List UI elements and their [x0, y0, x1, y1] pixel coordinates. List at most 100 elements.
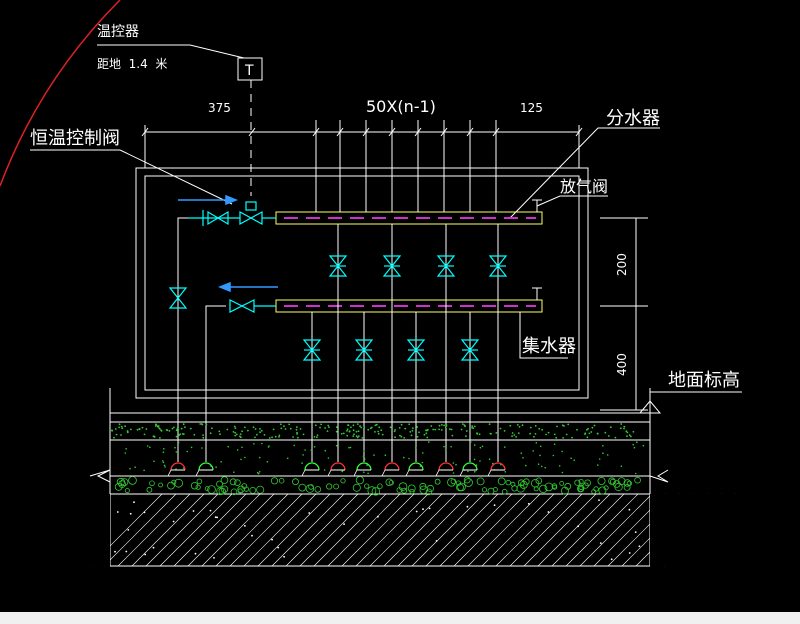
speckle [346, 434, 349, 437]
dimension-tick [575, 127, 583, 137]
speckle [348, 430, 351, 433]
speckle [181, 433, 184, 435]
constant-temp-valve[interactable] [188, 201, 276, 226]
speckle [555, 436, 558, 439]
branch-valve[interactable] [488, 255, 508, 277]
gravel [463, 476, 471, 484]
speckle [586, 436, 589, 439]
air-valve-label: 放气阀 [560, 177, 608, 196]
speckle [357, 430, 360, 433]
speckle [316, 436, 318, 439]
gravel [584, 479, 591, 487]
speckle [478, 433, 481, 436]
speckle [403, 456, 405, 459]
aggregate [125, 550, 128, 553]
branch-valve[interactable] [406, 339, 426, 361]
speckle [473, 458, 476, 461]
gravel [578, 478, 584, 485]
speckle [400, 435, 403, 438]
speckle [412, 427, 414, 429]
heating-loop-return [353, 462, 372, 477]
heating-loop-return [459, 462, 478, 477]
speckle [571, 436, 573, 439]
speckle [489, 432, 492, 435]
gravel [551, 483, 557, 489]
speckle [495, 432, 498, 434]
branch-valve[interactable] [354, 339, 374, 361]
hatch-line [495, 493, 569, 567]
branch-valve[interactable] [382, 255, 402, 277]
gravel [539, 484, 548, 494]
speckle [256, 433, 258, 436]
speckle [642, 444, 645, 447]
floor-level-label: 地面标高 [668, 370, 740, 391]
hatch-line [313, 493, 387, 567]
speckle [426, 436, 429, 439]
gravel [195, 484, 201, 490]
hatch-line [467, 493, 541, 567]
gravel [249, 486, 257, 494]
gravel [216, 487, 225, 496]
gravel [308, 484, 314, 490]
branch-valve[interactable] [328, 255, 348, 277]
aggregate [599, 542, 602, 544]
speckle [121, 427, 124, 430]
speckle [626, 431, 629, 434]
speckle [341, 470, 344, 473]
speckle [295, 428, 298, 431]
speckle [400, 423, 403, 426]
gravel [450, 478, 457, 485]
speckle [416, 426, 419, 428]
speckle [404, 427, 407, 430]
gravel [634, 476, 641, 484]
speckle [374, 431, 376, 433]
speckle [432, 428, 435, 431]
speckle [154, 425, 157, 427]
branch-valve[interactable] [460, 339, 480, 361]
aggregate [610, 558, 613, 561]
speckle [474, 470, 476, 473]
speckle [115, 433, 118, 436]
gravel [407, 484, 416, 493]
speckle [366, 464, 368, 467]
aggregate [133, 501, 135, 504]
branch-valve[interactable] [302, 339, 322, 361]
speckle [171, 427, 174, 430]
speckle [450, 428, 453, 431]
speckle [540, 465, 543, 468]
speckle [479, 446, 482, 449]
speckle [173, 426, 175, 429]
speckle [320, 423, 322, 426]
distributor-label: 分水器 [606, 108, 660, 129]
hatch-line [439, 493, 513, 567]
speckle [324, 449, 327, 452]
air-vent-lower [532, 287, 542, 300]
speckle [504, 471, 507, 473]
speckle [259, 431, 261, 434]
speckle [561, 450, 563, 453]
return-valve[interactable] [229, 299, 276, 313]
speckle [625, 430, 628, 433]
speckle [175, 429, 178, 432]
branch-valve[interactable] [436, 255, 456, 277]
heating-loops [167, 462, 506, 477]
aggregate [598, 499, 600, 501]
speckle [440, 429, 443, 431]
speckle [254, 428, 257, 430]
speckle [111, 429, 113, 432]
riser-valve[interactable] [168, 287, 188, 309]
dimension-tick [141, 127, 149, 137]
gravel [120, 478, 129, 487]
aggregate [577, 525, 579, 528]
gravel [497, 477, 506, 486]
speckle [239, 433, 242, 435]
branch-valves [302, 224, 508, 462]
speckle [465, 435, 467, 438]
speckle [469, 441, 472, 443]
gravel [270, 477, 279, 485]
speckle [352, 435, 355, 437]
gravel [146, 486, 153, 493]
gravel [124, 488, 130, 494]
pipe-dashes [284, 217, 536, 307]
speckle [179, 433, 182, 436]
